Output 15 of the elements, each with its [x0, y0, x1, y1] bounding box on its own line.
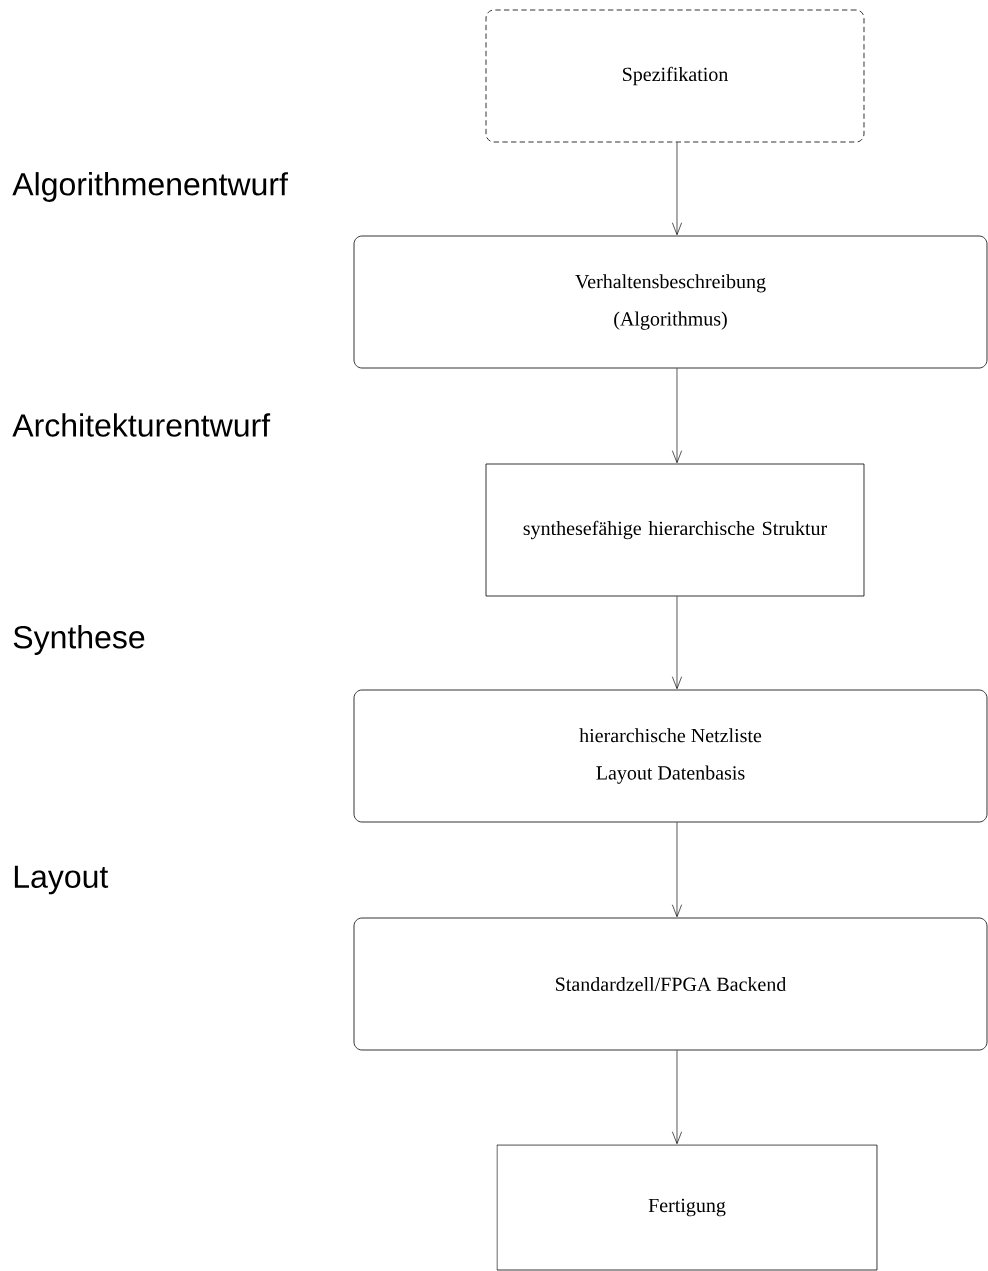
stage-label: Algorithmenentwurf: [12, 172, 288, 202]
stage-label: Synthese: [13, 625, 145, 655]
arrow: [672, 1050, 682, 1145]
rounded-box: hierarchische Netzliste Layout Datenbasis: [353, 689, 988, 823]
dashed-box: Spezifikation: [485, 9, 865, 143]
process-box: synthesefähige hierarchische Struktur: [485, 463, 865, 597]
arrow: [672, 368, 682, 464]
stage-label: Architekturentwurf: [12, 413, 271, 437]
arrow: [672, 822, 682, 918]
arrow: [672, 596, 682, 690]
stage-label: Layout: [14, 865, 109, 895]
arrow: [672, 142, 682, 236]
rounded-box: Standardzell/FPGA Backend: [353, 917, 988, 1051]
rounded-box: Verhaltensbeschreibung (Algorithmus): [353, 235, 988, 369]
process-box: Fertigung: [496, 1144, 878, 1271]
